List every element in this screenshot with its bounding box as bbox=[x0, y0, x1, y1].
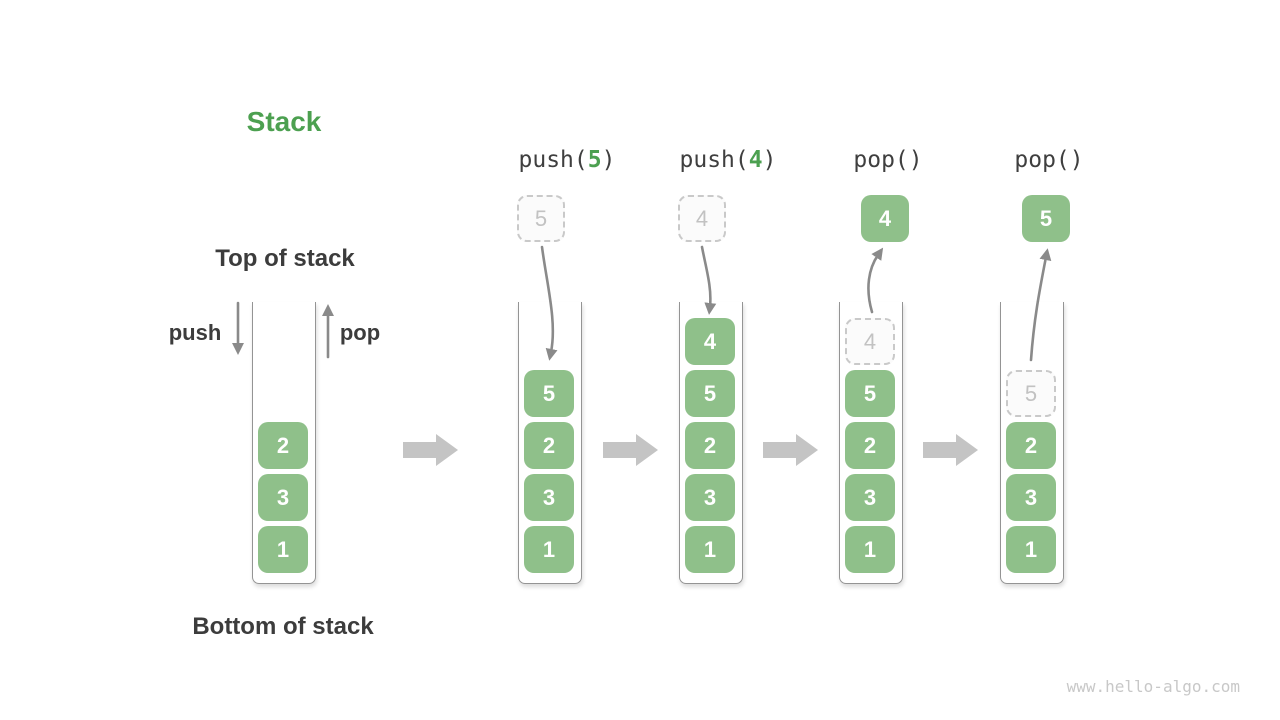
stack-container-after-push-4 bbox=[679, 302, 743, 584]
stack-container-after-push-5 bbox=[518, 302, 582, 584]
stack-element-2: 2 bbox=[258, 422, 308, 469]
stack-element-1: 1 bbox=[685, 526, 735, 573]
operation-arg: 4 bbox=[748, 147, 763, 173]
stack-container-initial bbox=[252, 302, 316, 584]
floating-element-4-ghost: 4 bbox=[678, 195, 726, 242]
operation-label-after-push-4: push(4) bbox=[680, 146, 777, 174]
transition-arrow-1 bbox=[403, 434, 458, 466]
diagram-title: Stack bbox=[246, 106, 322, 137]
stack-element-2: 2 bbox=[845, 422, 895, 469]
operation-text: ) bbox=[762, 147, 777, 173]
stack-element-3: 3 bbox=[1006, 474, 1056, 521]
operation-text: ) bbox=[601, 147, 616, 173]
stack-element-1: 1 bbox=[1006, 526, 1056, 573]
stack-container-after-pop-4 bbox=[839, 302, 903, 584]
stack-element-2: 2 bbox=[1006, 422, 1056, 469]
floating-element-5-ghost: 5 bbox=[517, 195, 565, 242]
stack-element-1: 1 bbox=[845, 526, 895, 573]
stack-element-5-ghost: 5 bbox=[1006, 370, 1056, 417]
operation-text: push( bbox=[518, 147, 588, 173]
stack-element-1: 1 bbox=[524, 526, 574, 573]
push-5-arrow bbox=[540, 245, 558, 361]
watermark: www.hello-algo.com bbox=[1066, 677, 1240, 696]
stack-element-5: 5 bbox=[685, 370, 735, 417]
operation-arg: 5 bbox=[587, 147, 602, 173]
operation-text: push( bbox=[679, 147, 749, 173]
stack-element-3: 3 bbox=[685, 474, 735, 521]
transition-arrow-2 bbox=[603, 434, 658, 466]
stack-element-5: 5 bbox=[524, 370, 574, 417]
operation-label-after-pop-5: pop() bbox=[1014, 146, 1083, 174]
transition-arrow-4 bbox=[923, 434, 978, 466]
stack-element-2: 2 bbox=[524, 422, 574, 469]
stack-container-after-pop-5 bbox=[1000, 302, 1064, 584]
stack-element-3: 3 bbox=[845, 474, 895, 521]
operation-text: pop() bbox=[853, 147, 923, 173]
floating-element-5: 5 bbox=[1022, 195, 1070, 242]
stack-element-4-ghost: 4 bbox=[845, 318, 895, 365]
stack-element-4: 4 bbox=[685, 318, 735, 365]
operation-label-after-push-5: push(5) bbox=[519, 146, 616, 174]
push-4-arrow bbox=[700, 245, 717, 315]
pop-label: pop bbox=[339, 320, 381, 345]
stack-element-3: 3 bbox=[524, 474, 574, 521]
stack-element-1: 1 bbox=[258, 526, 308, 573]
pop-5-arrow bbox=[1029, 248, 1052, 362]
pop-4-arrow bbox=[867, 247, 884, 314]
bottom-of-stack-label: Bottom of stack bbox=[192, 613, 374, 640]
floating-element-4: 4 bbox=[861, 195, 909, 242]
top-of-stack-label: Top of stack bbox=[215, 245, 355, 272]
operation-label-after-pop-4: pop() bbox=[853, 146, 922, 174]
operation-text: pop() bbox=[1014, 147, 1084, 173]
push-label: push bbox=[168, 320, 222, 345]
transition-arrow-3 bbox=[763, 434, 818, 466]
stack-element-2: 2 bbox=[685, 422, 735, 469]
stack-element-3: 3 bbox=[258, 474, 308, 521]
stack-element-5: 5 bbox=[845, 370, 895, 417]
